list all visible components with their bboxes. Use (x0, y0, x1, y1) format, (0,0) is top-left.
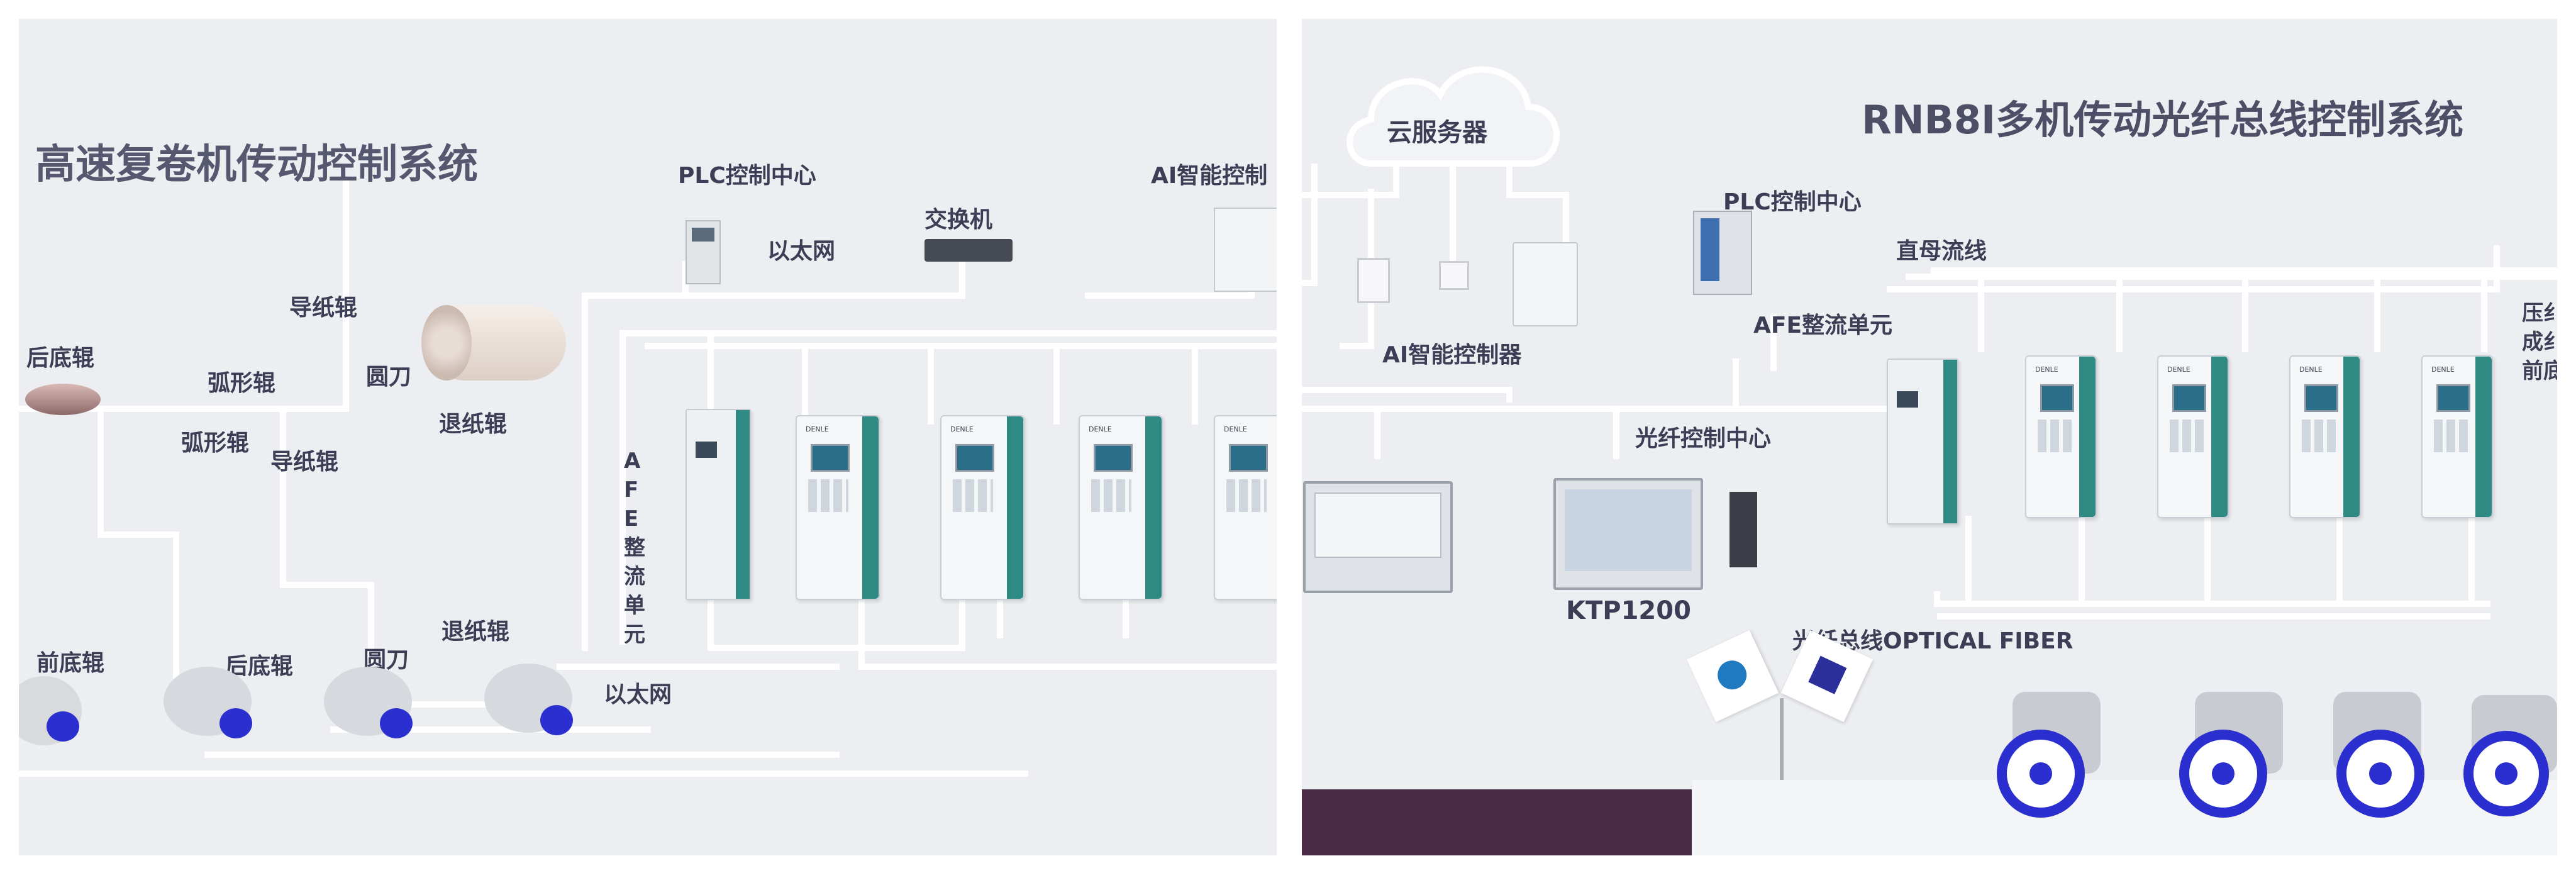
terminal-device (1357, 258, 1390, 303)
label-cloud-server: 云服务器 (1387, 118, 1487, 147)
motor-shaft (380, 708, 413, 738)
servo-drive-partial: DENLE (1214, 415, 1277, 600)
terminal-device (1439, 261, 1469, 290)
label-round-knife-upper: 圆刀 (366, 364, 412, 390)
motor-hub (2495, 762, 2518, 785)
label-unwind-roller-upper: 退纸辊 (439, 411, 508, 437)
label-arc-roller-lower: 弧形辊 (181, 430, 250, 456)
left-panel-title: 高速复卷机传动控制系统 (35, 142, 478, 188)
hmi-monitor (1303, 481, 1453, 593)
motor-shaft (47, 711, 79, 742)
motor-hub (2029, 762, 2052, 785)
flag-pole (1780, 698, 1784, 811)
right-wiring-diagram (1302, 66, 2557, 620)
motor-shaft (219, 708, 252, 738)
left-motors (19, 664, 573, 745)
plc-device (686, 220, 721, 284)
servo-drive: DENLE (796, 415, 880, 600)
left-label-plc-center: PLC控制中心 (678, 163, 816, 189)
label-dc-bus: 直母流线 (1896, 238, 1987, 264)
afe-char: 单 (624, 593, 645, 618)
afe-rectifier-unit (1887, 359, 1958, 525)
edge-text-2: 成纟 (2522, 330, 2557, 355)
afe-vertical-label: A F E 整 流 单 元 (624, 447, 655, 649)
unwind-roll-end (421, 305, 472, 381)
right-panel-title: RNB8I多机传动光纤总线控制系统 (1862, 97, 2464, 143)
servo-drive: DENLE (2157, 355, 2229, 518)
servo-drive: DENLE (2025, 355, 2097, 518)
afe-char: F (624, 477, 639, 503)
cloud-shape (1346, 66, 1560, 167)
right-motors (1997, 692, 2557, 818)
label-back-bottom-roller-lower: 后底辊 (225, 653, 294, 679)
label-ai-controller: AI智能控制器 (1382, 342, 1522, 368)
label-unwind-roller-lower: 退纸辊 (441, 619, 510, 645)
floor (1302, 789, 1692, 855)
label-arc-roller-upper: 弧形辊 (208, 370, 276, 396)
left-label-ethernet-top: 以太网 (767, 238, 836, 264)
fiber-control-module (1729, 492, 1757, 567)
network-switch (924, 239, 1013, 262)
afe-char: E (624, 506, 639, 531)
left-panel: 高速复卷机传动控制系统 PLC控制中心 以太网 交换机 AI智能控制 导纸辊 后… (19, 19, 1277, 855)
afe-char: 整 (624, 535, 645, 560)
ai-controller-device (1513, 242, 1578, 326)
ai-controller-device (1214, 208, 1277, 292)
label-front-bottom-roller: 前底辊 (36, 650, 105, 676)
paper-stack (25, 384, 101, 415)
edge-text-3: 前底 (2522, 359, 2557, 384)
label-ktp1200: KTP1200 (1566, 596, 1691, 625)
label-afe-unit: AFE整流单元 (1753, 313, 1893, 338)
label-ethernet-bottom: 以太网 (604, 682, 672, 708)
afe-char: 流 (624, 564, 645, 589)
motor-shaft (540, 705, 573, 735)
plc-device (1693, 211, 1752, 295)
servo-drive: DENLE (2289, 355, 2361, 518)
edge-text-1: 压纟 (2522, 301, 2557, 326)
right-panel: 云服务器 RNB8I多机传动光纤总线控制系统 AI智能控制器 PLC控制中心 A… (1302, 19, 2557, 855)
label-fiber-center: 光纤控制中心 (1635, 426, 1772, 452)
label-back-bottom-roller: 后底辊 (26, 345, 95, 371)
afe-char: 元 (624, 622, 645, 647)
motor-hub (2212, 762, 2235, 785)
motor-hub (2369, 762, 2392, 785)
label-paper-guide-roller-top: 导纸辊 (289, 295, 358, 321)
afe-rectifier-unit (686, 409, 751, 600)
servo-drive: DENLE (1079, 415, 1163, 600)
servo-drive: DENLE (940, 415, 1024, 600)
ktp1200-panel (1553, 478, 1703, 590)
left-label-switch: 交换机 (924, 207, 993, 233)
servo-drive: DENLE (2421, 355, 2493, 518)
label-paper-guide-roller-lower: 导纸辊 (270, 449, 339, 475)
label-plc-center: PLC控制中心 (1723, 189, 1862, 215)
afe-char: A (624, 448, 641, 474)
left-label-ai-controller: AI智能控制 (1151, 163, 1268, 189)
